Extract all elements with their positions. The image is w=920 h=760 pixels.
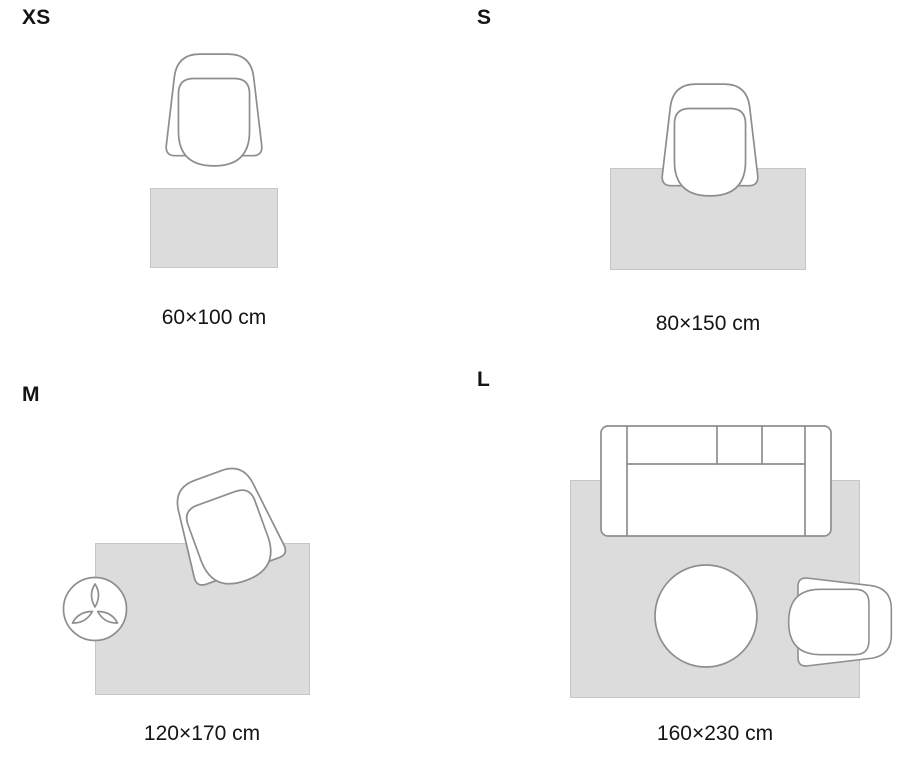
size-label-xs: XS <box>22 6 51 29</box>
armchair-top-view-icon <box>778 566 902 678</box>
rug-rectangle-shape <box>150 188 278 268</box>
size-dimensions-xs: 60×100 cm <box>161 306 267 329</box>
size-label-s: S <box>477 6 492 29</box>
armchair-top-view-icon <box>649 74 771 206</box>
armchair-top-view-icon <box>153 44 275 176</box>
size-label-l: L <box>477 368 491 391</box>
size-dimensions-l: 160×230 cm <box>656 722 774 745</box>
size-label-m: M <box>22 383 40 406</box>
size-dimensions-s: 80×150 cm <box>655 312 761 335</box>
sofa-top-view-icon <box>599 424 833 538</box>
size-dimensions-m: 120×170 cm <box>143 722 261 745</box>
round-coffee-table-icon <box>652 562 760 670</box>
potted-plant-top-view-icon <box>60 574 130 644</box>
